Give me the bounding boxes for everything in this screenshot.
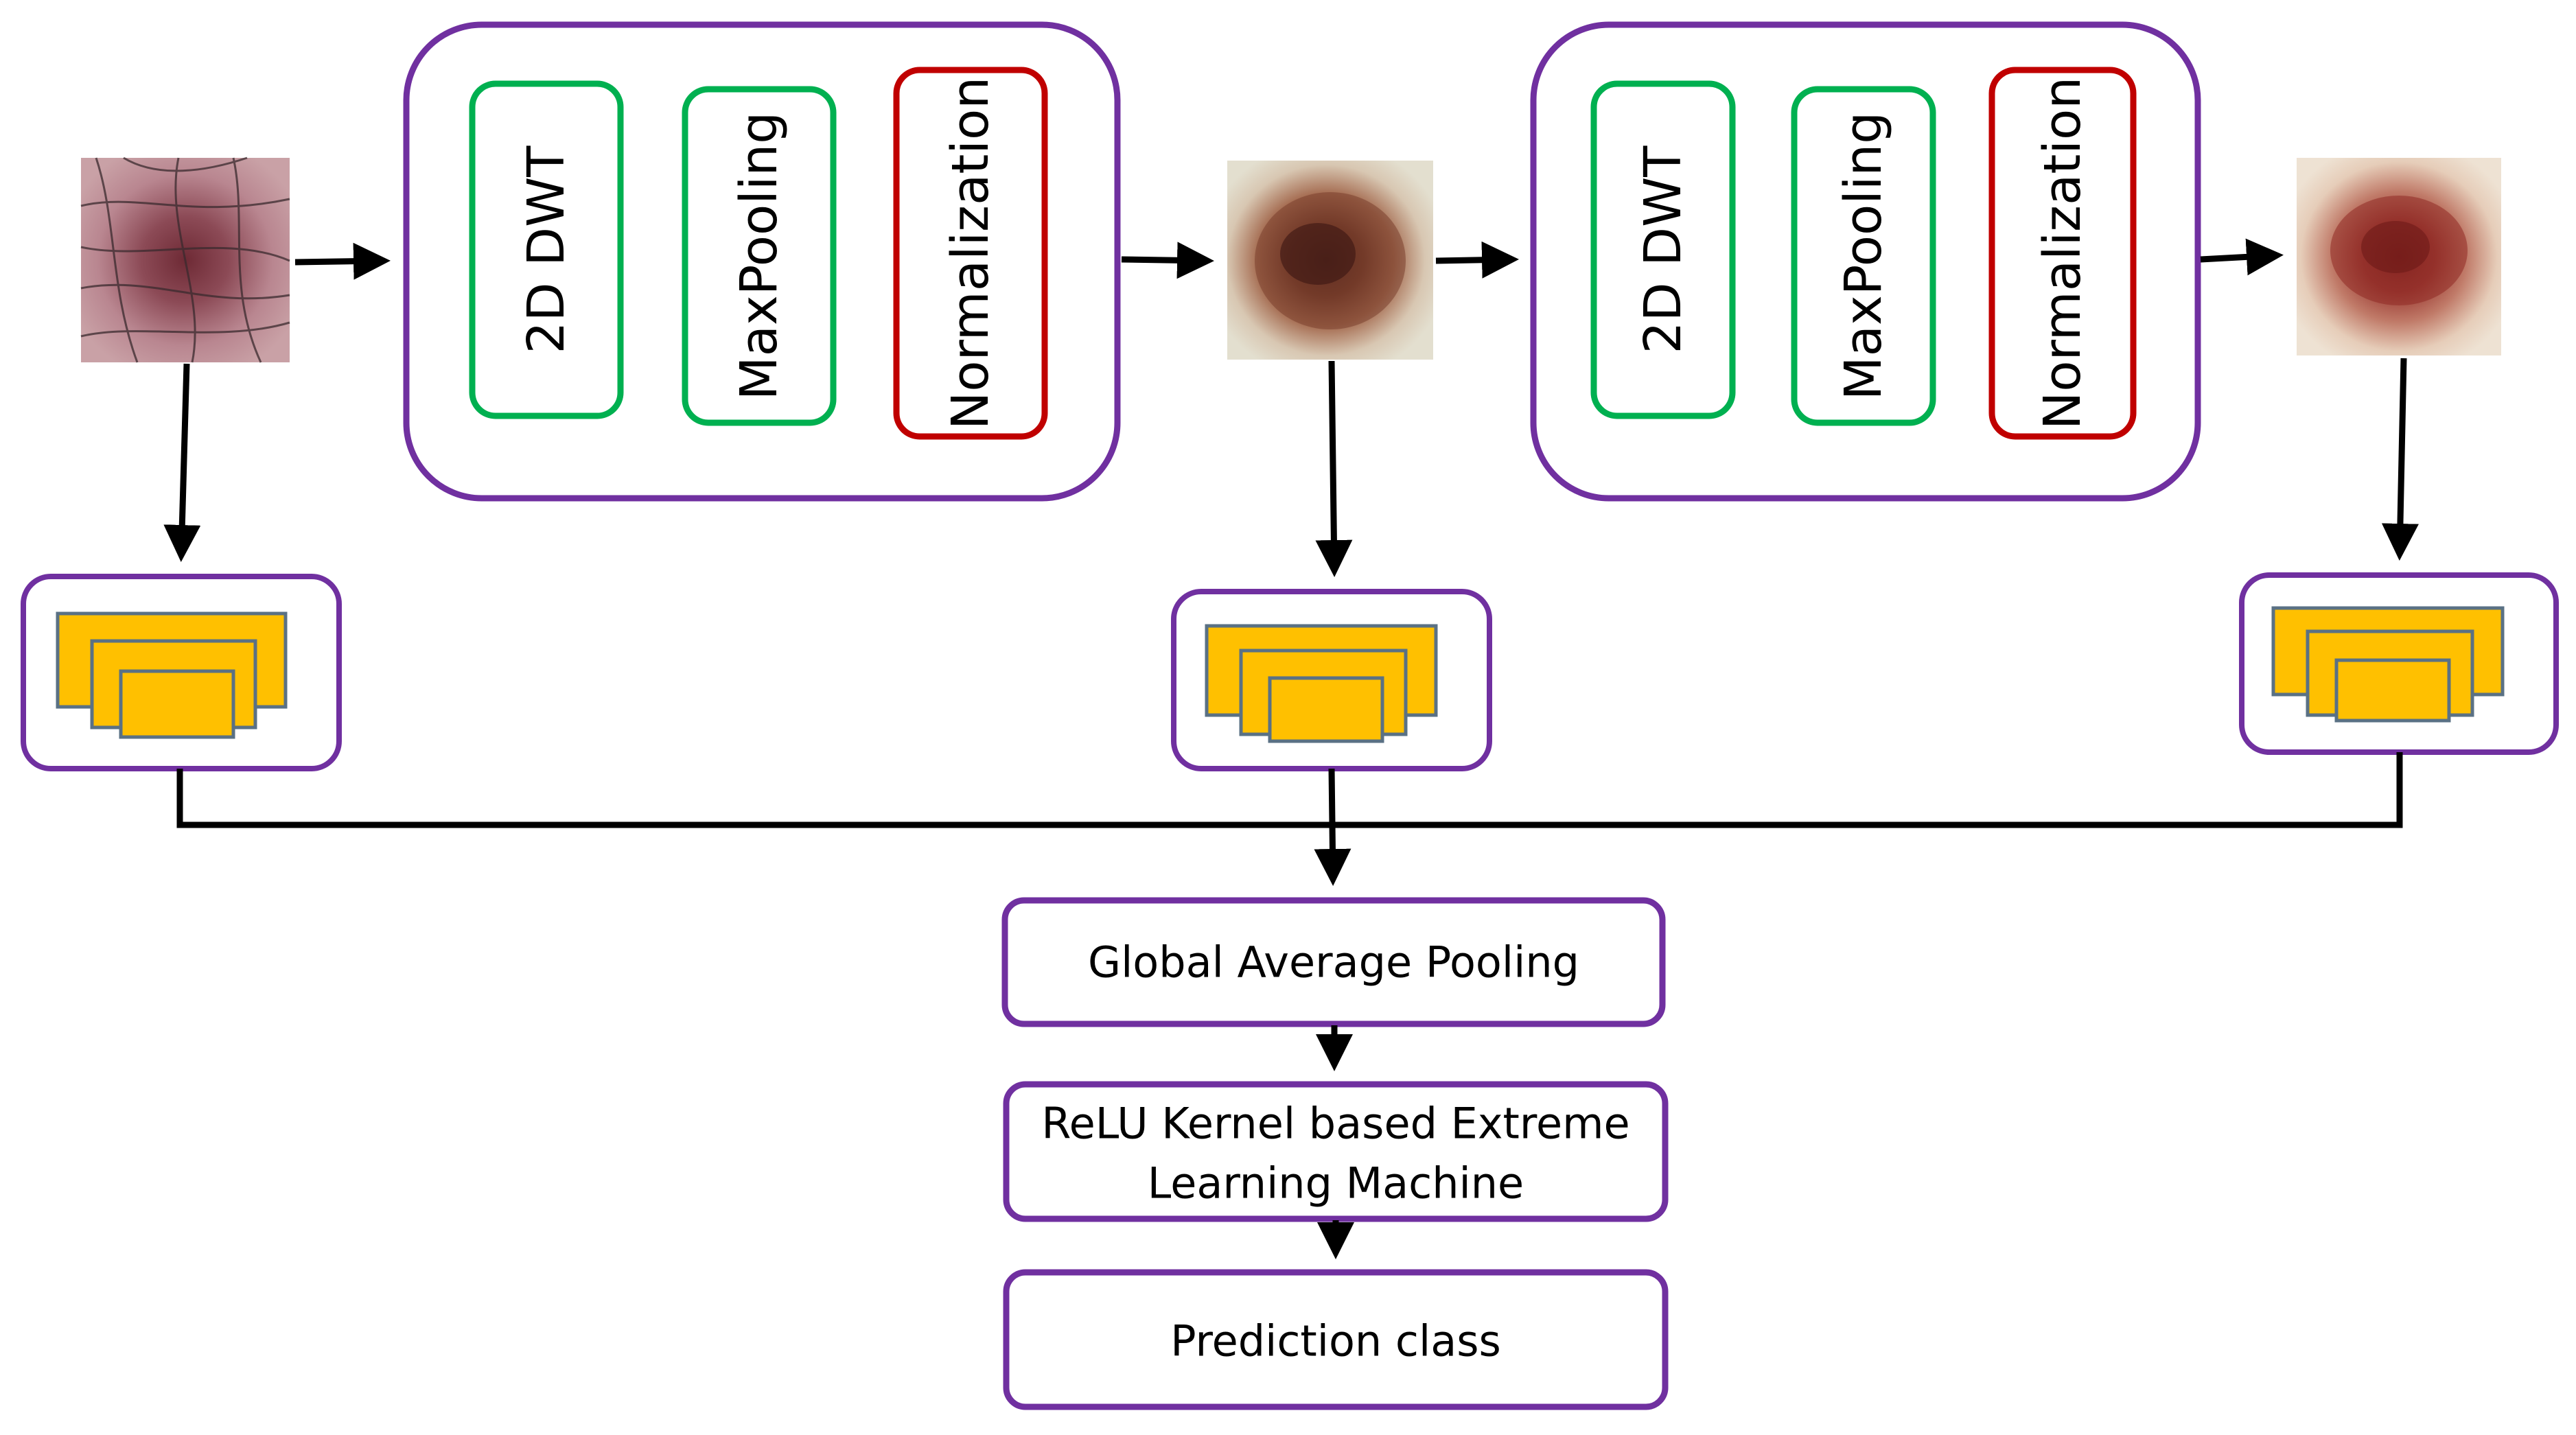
elm-label-line1: ReLU Kernel based Extreme <box>1041 1099 1629 1149</box>
output-lesion-image <box>2297 158 2501 355</box>
input-lesion-image <box>80 156 290 363</box>
arrow-input-to-stage1 <box>294 242 391 280</box>
stage2-norm-block: Normalization <box>1988 67 2137 440</box>
stage1-dwt-block: 2D DWT <box>469 80 624 419</box>
feature-map-stack-icon <box>1205 624 1438 743</box>
arrow-mid-to-features <box>1315 360 1353 577</box>
elm-label-line2: Learning Machine <box>1148 1158 1524 1209</box>
feature-map-box-3 <box>2239 572 2559 755</box>
stage2-norm-label: Normalization <box>2033 77 2092 430</box>
arrow-stage1-to-mid <box>1121 242 1214 279</box>
stage1-norm-block: Normalization <box>893 67 1048 440</box>
feature-map-stack-icon <box>2271 606 2505 723</box>
stage2-maxpool-block: MaxPooling <box>1791 86 1936 426</box>
stage1-norm-label: Normalization <box>941 77 1000 430</box>
prediction-class-block: Prediction class <box>1003 1269 1669 1410</box>
arrow-mid-features-to-gap <box>1314 768 1351 886</box>
stage1-maxpool-label: MaxPooling <box>730 112 789 401</box>
feature-map-box-2 <box>1171 589 1492 771</box>
collector-bus <box>176 752 2403 828</box>
feature-map-stack-icon <box>56 611 288 739</box>
global-average-pooling-block: Global Average Pooling <box>1001 897 1666 1027</box>
gap-label: Global Average Pooling <box>1088 937 1579 988</box>
stage1-dwt-label: 2D DWT <box>517 145 576 354</box>
stage2-dwt-label: 2D DWT <box>1634 145 1693 354</box>
connectors <box>163 238 2419 1259</box>
feature-map-box-1 <box>21 574 342 771</box>
relu-kernel-elm-block: ReLU Kernel based Extreme Learning Machi… <box>1003 1081 1669 1222</box>
intermediate-lesion-image <box>1227 161 1433 360</box>
stage2-dwt-block: 2D DWT <box>1590 80 1736 419</box>
arrow-mid-to-stage2 <box>1435 241 1519 279</box>
arrow-output-to-features <box>2381 358 2419 561</box>
arrow-input-to-features <box>163 363 201 562</box>
stage1-maxpool-block: MaxPooling <box>682 86 837 426</box>
arrow-stage2-to-output <box>2200 238 2284 276</box>
prediction-label: Prediction class <box>1170 1316 1501 1366</box>
stage2-maxpool-label: MaxPooling <box>1834 112 1893 401</box>
